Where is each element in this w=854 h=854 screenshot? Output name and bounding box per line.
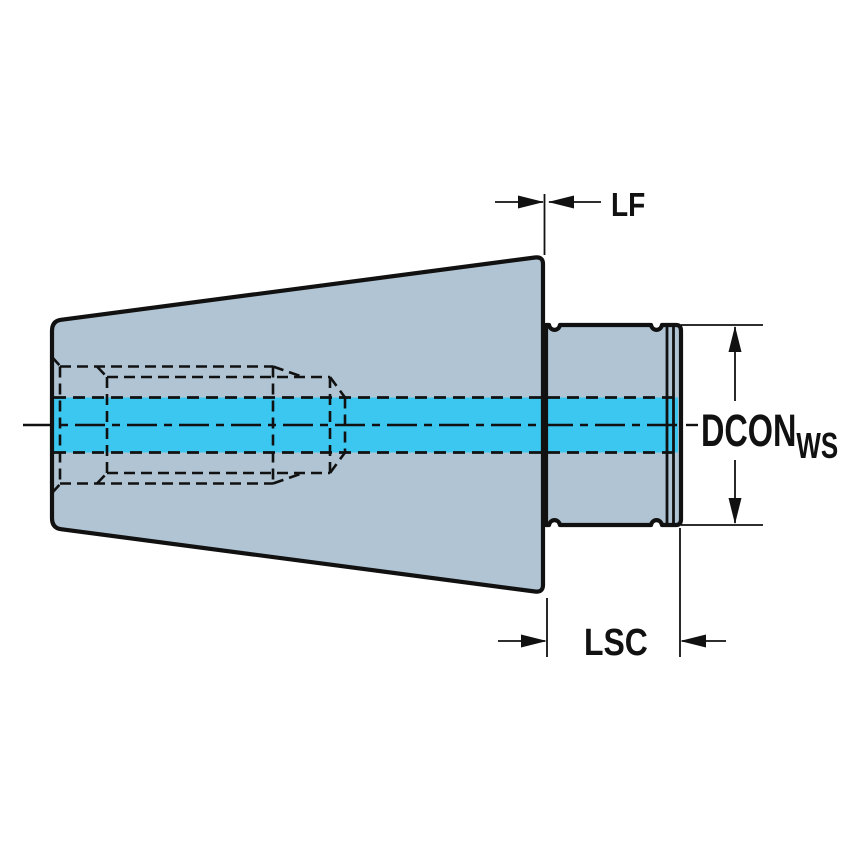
dcon-dimension — [681, 324, 763, 526]
cone-body-outline — [49, 255, 546, 594]
bore-taper-top — [328, 376, 347, 399]
lsc-label: LSC — [584, 622, 648, 664]
bore-taper-bottom — [328, 451, 347, 474]
thread-runout-top — [272, 365, 304, 379]
dcon-base-text: DCON — [701, 405, 797, 456]
dcon-arrowhead-up — [728, 326, 742, 352]
thread-runout-bottom — [272, 471, 304, 485]
lf-dimension — [495, 194, 601, 255]
lf-arrowhead-left — [518, 195, 544, 209]
dcon-label: DCONWS — [701, 405, 838, 464]
lsc-arrowhead-right — [680, 634, 706, 648]
entry-chamfer-bottom — [51, 482, 62, 494]
dcon-arrowhead-down — [728, 498, 742, 524]
lsc-arrowhead-left — [521, 634, 547, 648]
thread-lead-chamfer-top — [96, 365, 108, 378]
spigot-cylinder-outline — [543, 322, 684, 528]
lf-label: LF — [611, 186, 646, 223]
dcon-subscript-label: WS — [796, 425, 839, 466]
entry-chamfer-top — [51, 356, 62, 368]
coolant-bore-highlight — [54, 397, 678, 453]
lsc-dimension — [498, 528, 726, 657]
thread-lead-chamfer-bottom — [96, 472, 108, 485]
lf-arrowhead-right — [548, 195, 574, 209]
